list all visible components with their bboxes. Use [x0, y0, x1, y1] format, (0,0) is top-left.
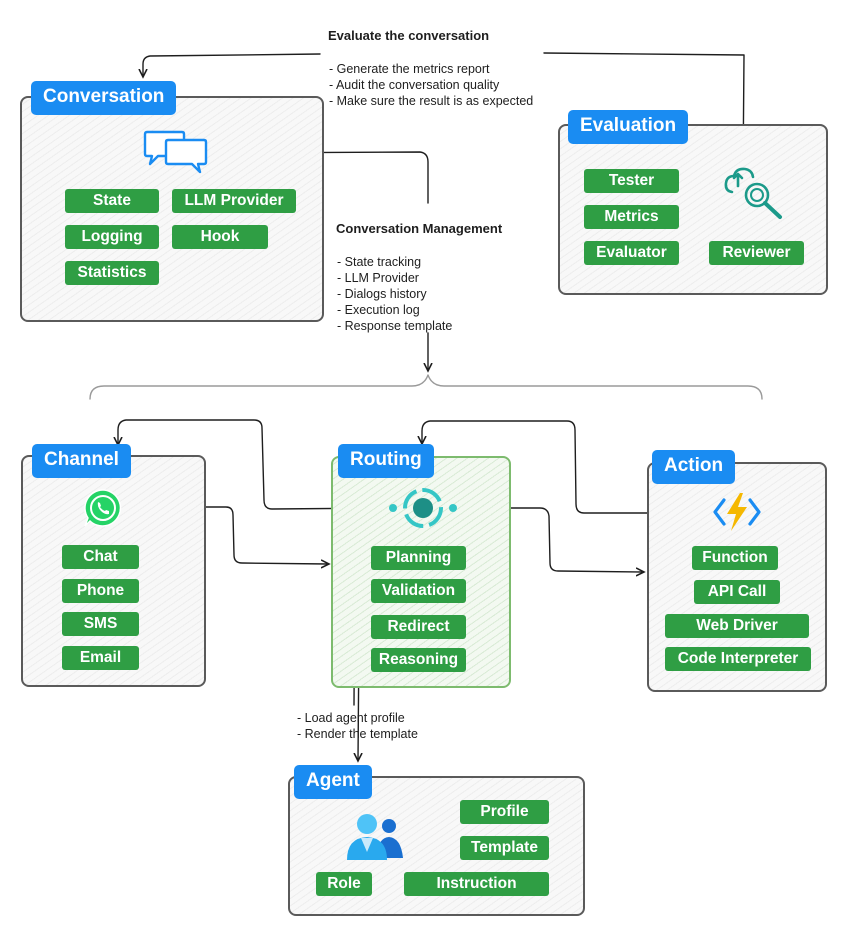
agent-note-item: - Render the template	[297, 727, 418, 741]
management-item: - State tracking	[337, 255, 422, 269]
evaluation-title: Evaluation	[568, 110, 689, 144]
chip-instruction: Instruction	[404, 872, 549, 896]
chip-state: State	[65, 189, 159, 213]
action-to-routing-line	[422, 420, 717, 514]
chip-hook: Hook	[172, 225, 268, 249]
evaluate-item: - Generate the metrics report	[329, 62, 490, 76]
chip-code-interpreter: Code Interpreter	[665, 647, 811, 671]
routing-panel	[331, 456, 511, 688]
chip-email: Email	[62, 646, 139, 670]
magnifier-cloud-icon	[724, 167, 782, 219]
agent-note-item: - Load agent profile	[297, 711, 405, 725]
management-item: - Dialogs history	[337, 287, 427, 301]
chip-evaluator: Evaluator	[584, 241, 679, 265]
evaluate-item: - Audit the conversation quality	[329, 78, 500, 92]
agent-title: Agent	[294, 765, 372, 799]
management-item: - LLM Provider	[337, 271, 419, 285]
whatsapp-icon	[84, 489, 122, 527]
agent-note-list: - Load agent profile - Render the templa…	[297, 710, 418, 742]
chip-role: Role	[316, 872, 372, 896]
chip-planning: Planning	[371, 546, 466, 570]
conversation-to-management-line	[207, 151, 429, 204]
lightning-function-icon	[713, 493, 761, 531]
router-hub-icon	[389, 488, 457, 528]
channel-to-routing-arrow	[123, 506, 328, 564]
evaluate-item: - Make sure the result is as expected	[329, 94, 534, 108]
conversation-title: Conversation	[31, 81, 177, 115]
chat-bubbles-icon	[143, 130, 208, 174]
users-icon	[347, 814, 403, 860]
chip-reviewer: Reviewer	[709, 241, 804, 265]
evaluate-heading: Evaluate the conversation	[328, 28, 490, 43]
chip-metrics: Metrics	[584, 205, 679, 229]
management-heading: Conversation Management	[336, 221, 503, 236]
brace	[89, 374, 763, 400]
chip-logging: Logging	[65, 225, 159, 249]
chip-function: Function	[692, 546, 778, 570]
chip-reasoning: Reasoning	[371, 648, 466, 672]
management-item: - Execution log	[337, 303, 420, 317]
chip-sms: SMS	[62, 612, 139, 636]
management-list: - State tracking - LLM Provider - Dialog…	[337, 254, 452, 334]
chip-web-driver: Web Driver	[665, 614, 809, 638]
evaluate-list: - Generate the metrics report - Audit th…	[329, 61, 533, 109]
chip-llm-provider: LLM Provider	[172, 189, 296, 213]
chip-tester: Tester	[584, 169, 679, 193]
chip-template: Template	[460, 836, 549, 860]
routing-to-action-arrow	[455, 507, 643, 572]
chip-phone: Phone	[62, 579, 139, 603]
routing-title: Routing	[338, 444, 434, 478]
chip-api-call: API Call	[694, 580, 780, 604]
action-title: Action	[652, 450, 736, 484]
chip-redirect: Redirect	[371, 615, 466, 639]
chip-chat: Chat	[62, 545, 139, 569]
routing-to-channel-line	[118, 419, 391, 510]
chip-validation: Validation	[371, 579, 466, 603]
management-item: - Response template	[337, 319, 453, 333]
chip-profile: Profile	[460, 800, 549, 824]
chip-statistics: Statistics	[65, 261, 159, 285]
channel-title: Channel	[32, 444, 131, 478]
